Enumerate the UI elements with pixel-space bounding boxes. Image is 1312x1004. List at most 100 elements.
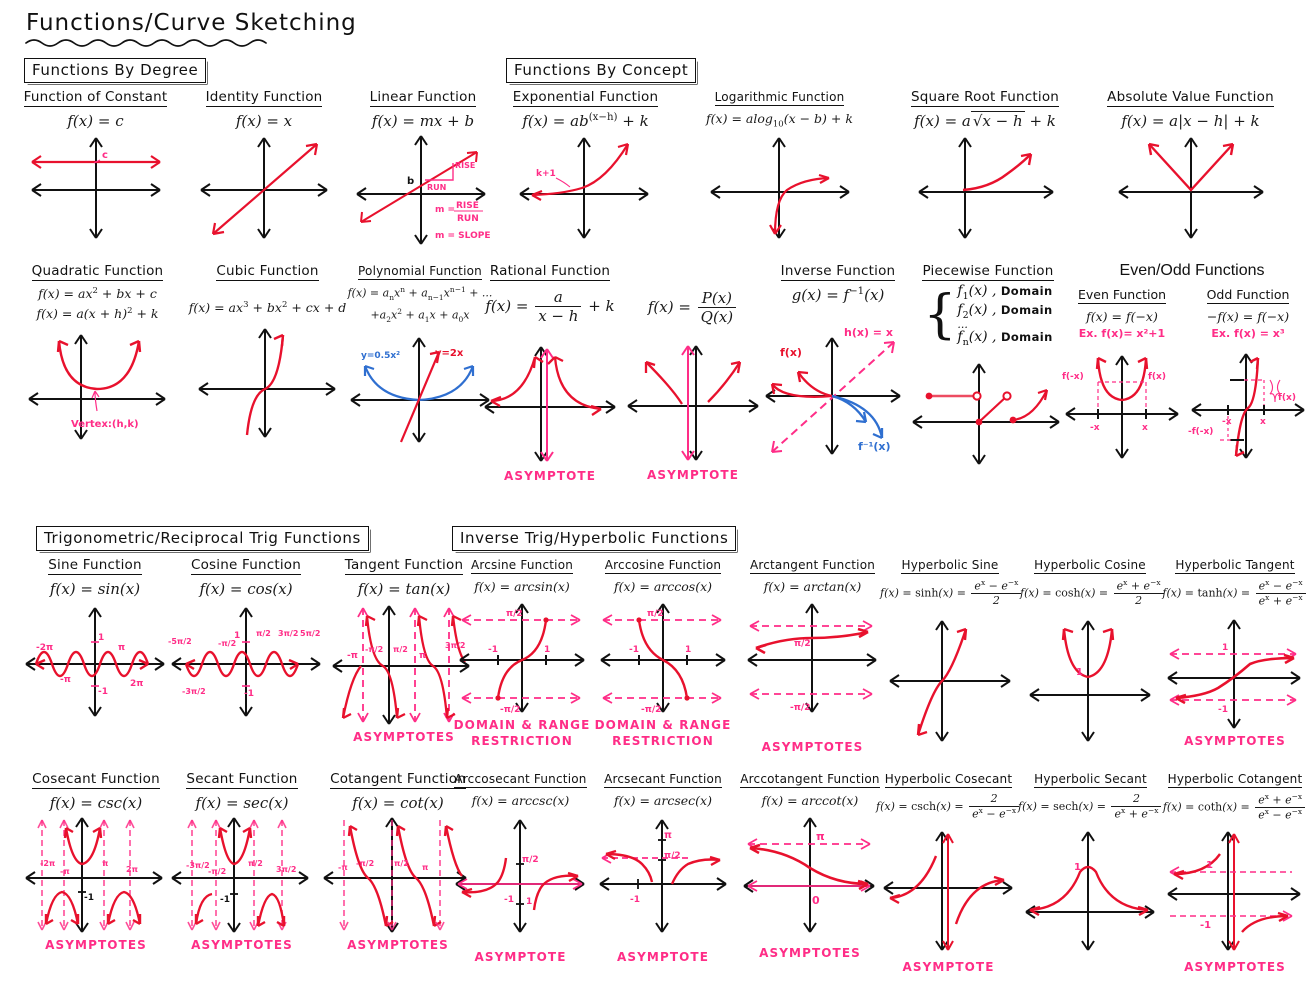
svg-text:2π: 2π xyxy=(126,865,138,874)
graph-sinh xyxy=(889,620,1011,743)
cell-title: Arctangent Function xyxy=(749,558,876,574)
cell-formula: f(x) = alog10(x − b) + k xyxy=(706,111,853,130)
graph-identity xyxy=(200,137,328,239)
restriction-note: DOMAIN & RANGE RESTRICTION xyxy=(594,718,732,748)
svg-text:-π/2: -π/2 xyxy=(218,639,236,648)
svg-text:π: π xyxy=(102,859,108,868)
cell-arctangent-function: Arctangent Function f(x) = arctan(x) π/2… xyxy=(740,556,885,755)
graph-absolute-value xyxy=(1117,137,1264,239)
cell-formula: f(x) = ax2 + bx + c xyxy=(38,286,157,302)
svg-text:π/2: π/2 xyxy=(256,629,271,638)
cell-square-root-function: Square Root Function f(x) = a√x − h + k xyxy=(890,88,1080,242)
neg-x-tick: -x xyxy=(1090,423,1100,433)
cell-sine-function: Sine Function f(x) = sin(x) 1 -1 -2π -π … xyxy=(20,556,170,720)
cell-arccosine-function: Arccosine Function f(x) = arccos(x) -1 1… xyxy=(592,556,734,749)
cell-formula: f(x) = mx + b xyxy=(371,112,475,130)
cell-secant-function: Secant Function f(x) = sec(x) -1 -3π/2 -… xyxy=(166,770,318,953)
cell-title: Exponential Function xyxy=(512,89,659,107)
graph-polynomial: y=0.5x² y=2x xyxy=(350,337,490,443)
cell-formula: f(x) = c xyxy=(67,112,124,130)
svg-text:5π/2: 5π/2 xyxy=(300,629,320,638)
cell-title: Cosine Function xyxy=(190,557,302,575)
svg-text:RUN: RUN xyxy=(457,214,479,224)
svg-text:3π/2: 3π/2 xyxy=(278,629,298,638)
graph-linear: RISE RUN b m = RISE RUN m = SLOPE xyxy=(356,135,490,245)
cell-formula: f(x) = ax3 + bx2 + cx + d xyxy=(188,300,347,316)
odd-neg-f-neg-x-label: -f(-x) xyxy=(1188,427,1213,437)
cell-linear-function: Linear Function f(x) = mx + b RISE RUN b… xyxy=(338,88,508,248)
piecewise-row: f2(x) , Domain xyxy=(957,302,1053,321)
cell-title: Square Root Function xyxy=(910,89,1060,107)
svg-text:1: 1 xyxy=(685,645,691,655)
graph-odd: f(x) -f(-x) -x x xyxy=(1188,353,1305,459)
graph-cotangent: -π -π/2 π/2 π xyxy=(323,817,467,933)
cell-polynomial-function: Polynomial Function f(x) = anxn + an−1xn… xyxy=(330,262,510,444)
svg-text:3π/2: 3π/2 xyxy=(445,641,465,650)
graph-arccotangent: π 0 xyxy=(743,817,875,933)
svg-text:-2π: -2π xyxy=(36,643,53,653)
graph-arctangent: π/2 -π/2 xyxy=(747,603,877,713)
svg-text:-3π/2: -3π/2 xyxy=(182,687,206,696)
graph-sine: 1 -1 -2π -π π 2π xyxy=(25,607,165,717)
red-curve-label: y=2x xyxy=(435,348,464,359)
svg-text:π/2: π/2 xyxy=(647,609,664,619)
section-header-inv-hyp: Inverse Trig/Hyperbolic Functions xyxy=(452,526,737,551)
graph-rational-2 xyxy=(627,345,759,461)
piecewise-rows: f1(x) , Domain f2(x) , Domain ... fn(x) … xyxy=(957,283,1052,348)
asymptote-note: ASYMPTOTE xyxy=(474,950,567,964)
f-inverse-label: f⁻¹(x) xyxy=(858,440,891,453)
svg-text:-3π/2: -3π/2 xyxy=(186,861,210,870)
cell-title: Absolute Value Function xyxy=(1107,89,1274,107)
cell-title: Secant Function xyxy=(186,771,298,789)
svg-text:π/2: π/2 xyxy=(522,855,539,865)
cell-title: Hyperbolic Secant xyxy=(1034,772,1147,788)
cell-title: Identity Function xyxy=(205,89,323,107)
svg-text:-π/2: -π/2 xyxy=(790,703,810,713)
cell-formula: f(x) = anxn + an−1xn−1 + ... xyxy=(347,285,493,302)
asymptotes-note: ASYMPTOTES xyxy=(1184,960,1286,975)
graph-logarithmic xyxy=(709,136,850,239)
svg-text:-1: -1 xyxy=(1218,705,1228,715)
cell-identity-function: Identity Function f(x) = x xyxy=(184,88,344,242)
cell-formula: g(x) = f−1(x) xyxy=(791,286,885,304)
cell-hyperbolic-cotangent: Hyperbolic Cotangent f(x) = coth(x) = ex… xyxy=(1160,770,1310,975)
svg-text:c: c xyxy=(102,150,108,161)
cell-formula: f(x) = sin(x) xyxy=(49,580,141,598)
cell-arcsine-function: Arcsine Function f(x) = arcsin(x) -1 1 π… xyxy=(452,556,592,749)
cell-title: Arccotangent Function xyxy=(740,772,880,788)
cell-cosecant-function: Cosecant Function f(x) = csc(x) -1 -2π -… xyxy=(20,770,172,953)
cell-formula-alt: +a2x2 + a1x + a0x xyxy=(370,306,470,324)
blue-curve-label: y=0.5x² xyxy=(361,351,400,361)
vertex-label: Vertex:(h,k) xyxy=(71,419,139,430)
cell-formula: f(x) = csc(x) xyxy=(49,794,143,812)
asymptotes-note: ASYMPTOTES xyxy=(1184,734,1286,749)
graph-quadratic: Vertex:(h,k) xyxy=(28,334,166,440)
section-header-trig: Trigonometric/Reciprocal Trig Functions xyxy=(36,526,369,551)
svg-text:-1: -1 xyxy=(488,645,498,655)
f-neg-x-label: f(-x) xyxy=(1062,372,1084,382)
asymptote-note: ASYMPTOTE xyxy=(616,950,710,964)
svg-text:3π/2: 3π/2 xyxy=(276,865,296,874)
title-underline-squiggle xyxy=(25,39,267,47)
svg-text:m = SLOPE: m = SLOPE xyxy=(435,231,490,241)
cell-title: Odd Function xyxy=(1206,287,1290,304)
cell-title: Tangent Function xyxy=(344,557,464,575)
cell-formula: f(x) = arccot(x) xyxy=(761,793,859,808)
cell-arcsecant-function: Arcsecant Function f(x) = arcsec(x) π π/… xyxy=(592,770,734,965)
svg-text:-π: -π xyxy=(338,863,348,872)
graph-cosine: 1 -1 -5π/2 -3π/2 -π/2 π/2 3π/2 5π/2 xyxy=(168,607,321,717)
svg-text:-1: -1 xyxy=(504,895,514,905)
cell-formula-pq: f(x) = P(x)Q(x) xyxy=(618,289,768,326)
graph-secant: -1 -3π/2 -π/2 π/2 3π/2 xyxy=(171,817,309,933)
asymptotes-note: ASYMPTOTES xyxy=(761,740,864,754)
cell-title: Cotangent Function xyxy=(330,771,466,789)
piecewise-row: ... xyxy=(957,318,968,332)
cell-hyperbolic-tangent: Hyperbolic Tangent f(x) = tanh(x) = ex −… xyxy=(1160,556,1310,749)
svg-text:0: 0 xyxy=(812,894,820,907)
cell-formula: f(x) = arcsin(x) xyxy=(474,579,570,594)
